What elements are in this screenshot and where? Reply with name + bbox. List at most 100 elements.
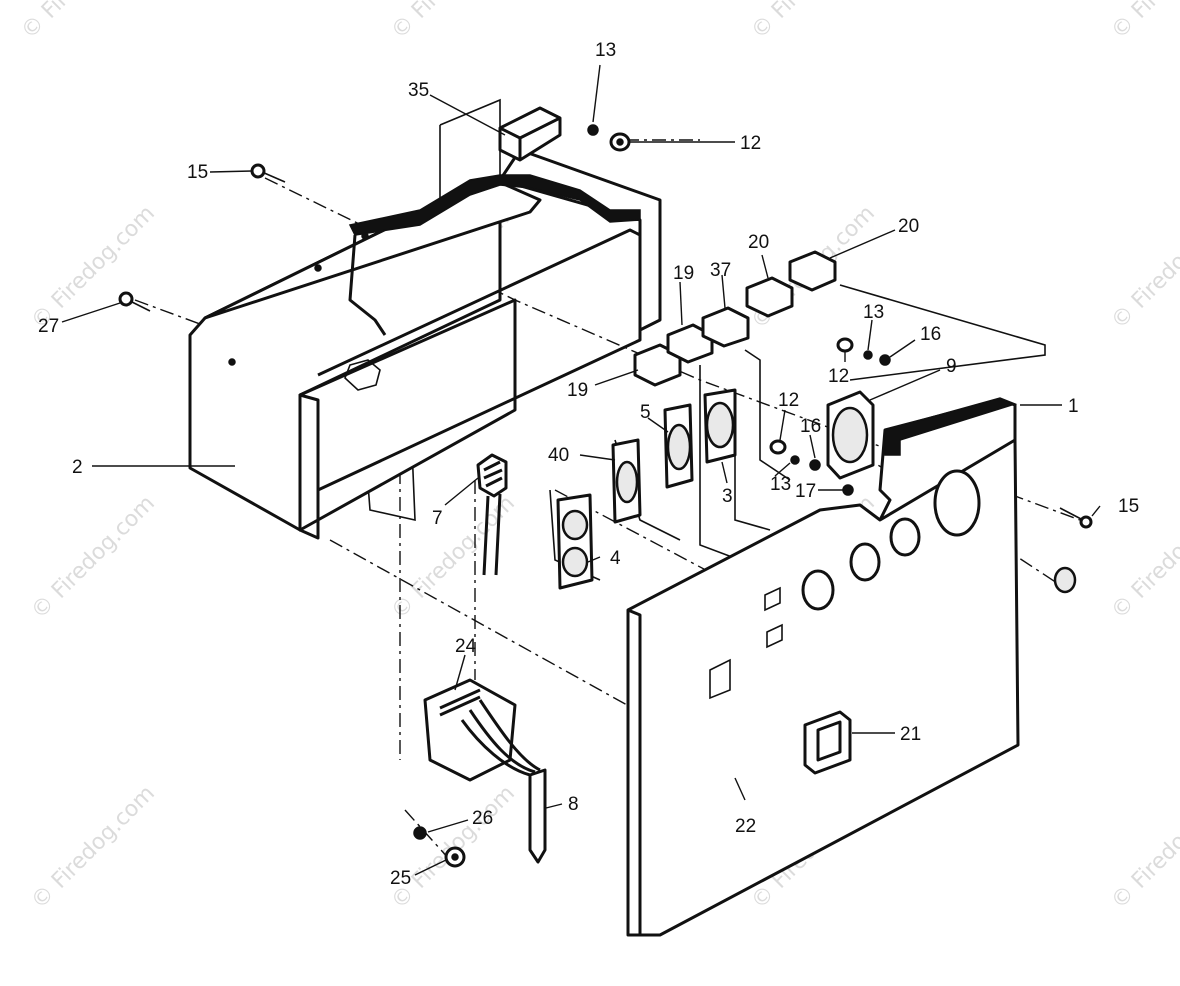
part-35-relay (498, 106, 562, 162)
panel-hole (849, 542, 881, 582)
callout-8: 8 (568, 794, 579, 815)
callout-17: 17 (795, 481, 816, 502)
leader (761, 254, 769, 279)
grommet-right (1053, 566, 1077, 594)
callout-19-lower: 19 (567, 380, 588, 401)
callout-13-mid: 13 (863, 302, 884, 323)
watermark: © Firedog.com (1107, 201, 1180, 334)
callout-2: 2 (72, 457, 83, 478)
leader (734, 777, 746, 801)
callout-21: 21 (900, 724, 921, 745)
callout-13-low: 13 (770, 474, 791, 495)
panel-hole-large (933, 469, 981, 537)
front-panel-top-edge (884, 397, 1018, 456)
leader (779, 409, 786, 441)
receptacles (556, 388, 737, 590)
nut-13-top (587, 124, 599, 136)
housing-cutout (344, 359, 381, 391)
callout-3: 3 (722, 486, 733, 507)
watermark: © Firedog.com (387, 0, 520, 44)
callout-40: 40 (548, 445, 569, 466)
panel-switch-cutout (709, 658, 731, 700)
leader (444, 477, 479, 506)
callout-16-low: 16 (800, 416, 821, 437)
nut-13-mid (863, 350, 873, 360)
meter-face (831, 406, 869, 464)
watermark: © Firedog.com (747, 0, 880, 44)
leader (61, 302, 121, 323)
hardware (413, 124, 1077, 868)
nut-16-low (809, 459, 821, 471)
housing-hole (228, 358, 236, 366)
receptacle-40-face (615, 460, 639, 504)
callout-12-top: 12 (740, 133, 761, 154)
receptacle-3-face (705, 401, 735, 449)
leader (1091, 505, 1101, 517)
leader (579, 454, 616, 461)
callout-26: 26 (472, 808, 493, 829)
leader (647, 417, 669, 433)
screw-15-right-shaft (1059, 507, 1084, 521)
plugs (633, 250, 837, 387)
callout-24: 24 (455, 636, 477, 657)
nut-17 (842, 484, 854, 496)
housing-cutaway-edge (348, 174, 641, 236)
housing-hole (314, 264, 322, 272)
watermark: © Firedog.com (1107, 781, 1180, 914)
panel-hole (889, 517, 921, 557)
callout-9: 9 (946, 356, 957, 377)
screw-27-head (118, 291, 134, 307)
leader (867, 319, 873, 351)
receptacle-4-face-bottom (561, 546, 589, 578)
switch-body (803, 710, 852, 775)
housing-box (188, 148, 662, 540)
callout-5: 5 (640, 402, 651, 423)
part-1-front-panel (626, 397, 1020, 937)
part-9-meter (826, 390, 875, 480)
callout-37: 37 (710, 260, 731, 281)
leader (587, 556, 601, 563)
assembly-line (734, 400, 771, 531)
plug-37 (701, 306, 750, 348)
leader (592, 64, 601, 123)
callout-15-right: 15 (1118, 496, 1139, 517)
leader (429, 94, 506, 136)
washer-12-low (769, 439, 787, 455)
leader (679, 281, 683, 326)
part-24-terminal-block (423, 678, 547, 864)
cord (482, 493, 502, 576)
nut-16-mid (879, 354, 891, 366)
leader-lines (61, 64, 1101, 876)
watermark: © Firedog.com (17, 0, 150, 44)
watermark: © Firedog.com (27, 201, 160, 334)
leader (889, 339, 916, 358)
assembly-line (699, 365, 741, 561)
relay-edges (499, 116, 561, 160)
leader (414, 859, 447, 876)
watermark: © Firedog.com (1107, 0, 1180, 44)
receptacle-5-face (666, 423, 692, 471)
part-8-lead (528, 768, 547, 864)
housing-front-flange (299, 393, 320, 540)
screw-15-head (250, 163, 266, 179)
assembly-line (404, 809, 451, 861)
leader (829, 229, 896, 259)
nut-13-low (790, 455, 800, 465)
callout-20-lower: 20 (748, 232, 769, 253)
panel-small-cutouts (764, 586, 783, 649)
leader (594, 369, 639, 386)
callout-15-left: 15 (187, 162, 208, 183)
housing-hole (361, 232, 369, 240)
callout-1: 1 (1068, 396, 1079, 417)
watermark: © Firedog.com (27, 491, 160, 624)
leader (454, 654, 466, 691)
callout-20-upper: 20 (898, 216, 919, 237)
callout-27: 27 (38, 316, 59, 337)
watermark: © Firedog.com (27, 781, 160, 914)
callout-25: 25 (390, 868, 411, 889)
washer-12-mid (836, 337, 854, 353)
callout-16-mid: 16 (920, 324, 941, 345)
callout-19-upper: 19 (673, 263, 694, 284)
wires (460, 699, 541, 777)
